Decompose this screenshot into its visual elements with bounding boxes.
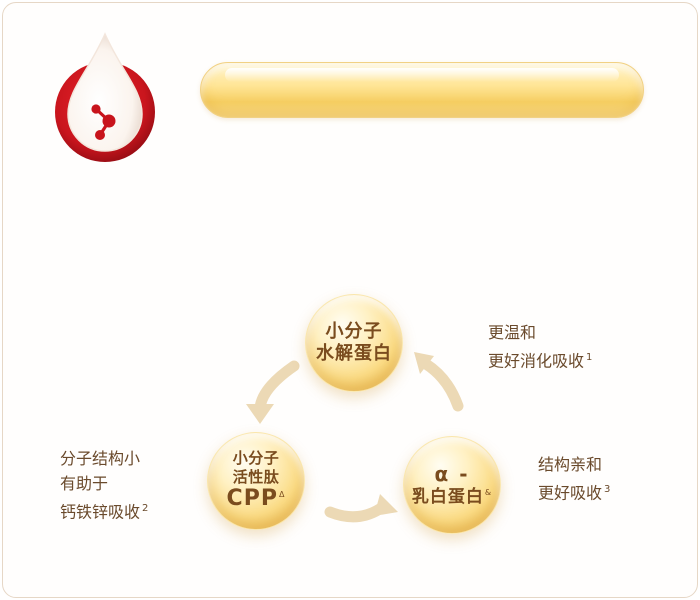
orb-right-mark: & bbox=[484, 488, 493, 498]
orb-left-line3: CPPΔ bbox=[227, 486, 286, 513]
orb-left-line1: 小分子 bbox=[232, 449, 280, 468]
milk-drop-molecule-icon bbox=[55, 32, 155, 162]
orb-alpha-lactalbumin: α - 乳白蛋白& bbox=[403, 436, 501, 534]
note-left-line1: 分子结构小 bbox=[60, 449, 141, 468]
note-top-line2: 更好消化吸收 bbox=[488, 351, 585, 371]
note-left-line3: 钙铁锌吸收 bbox=[60, 502, 141, 522]
orb-right-name: 乳白蛋白 bbox=[411, 486, 484, 507]
note-left-ref: 2 bbox=[142, 503, 149, 514]
orb-right-line1: α - bbox=[434, 462, 470, 487]
note-top-ref: 1 bbox=[586, 352, 593, 363]
note-right-line1: 结构亲和 bbox=[538, 455, 603, 474]
note-right-ref: 3 bbox=[604, 484, 611, 495]
orb-left-mark: Δ bbox=[278, 489, 286, 499]
orb-right-line2: 乳白蛋白& bbox=[412, 487, 492, 508]
orb-top-line2: 水解蛋白 bbox=[316, 343, 392, 364]
orb-left-line2: 活性肽 bbox=[232, 467, 280, 486]
orb-hydrolyzed-protein: 小分子 水解蛋白 bbox=[305, 294, 403, 392]
orb-top-line1: 小分子 bbox=[325, 321, 383, 343]
note-top-line1: 更温和 bbox=[488, 323, 537, 342]
gold-banner bbox=[200, 62, 644, 118]
orb-left-cpp: CPP bbox=[226, 485, 278, 511]
note-right-line2: 更好吸收 bbox=[538, 483, 603, 503]
note-left-line2: 有助于 bbox=[60, 474, 109, 493]
orb-active-peptide-cpp: 小分子 活性肽 CPPΔ bbox=[207, 432, 305, 530]
